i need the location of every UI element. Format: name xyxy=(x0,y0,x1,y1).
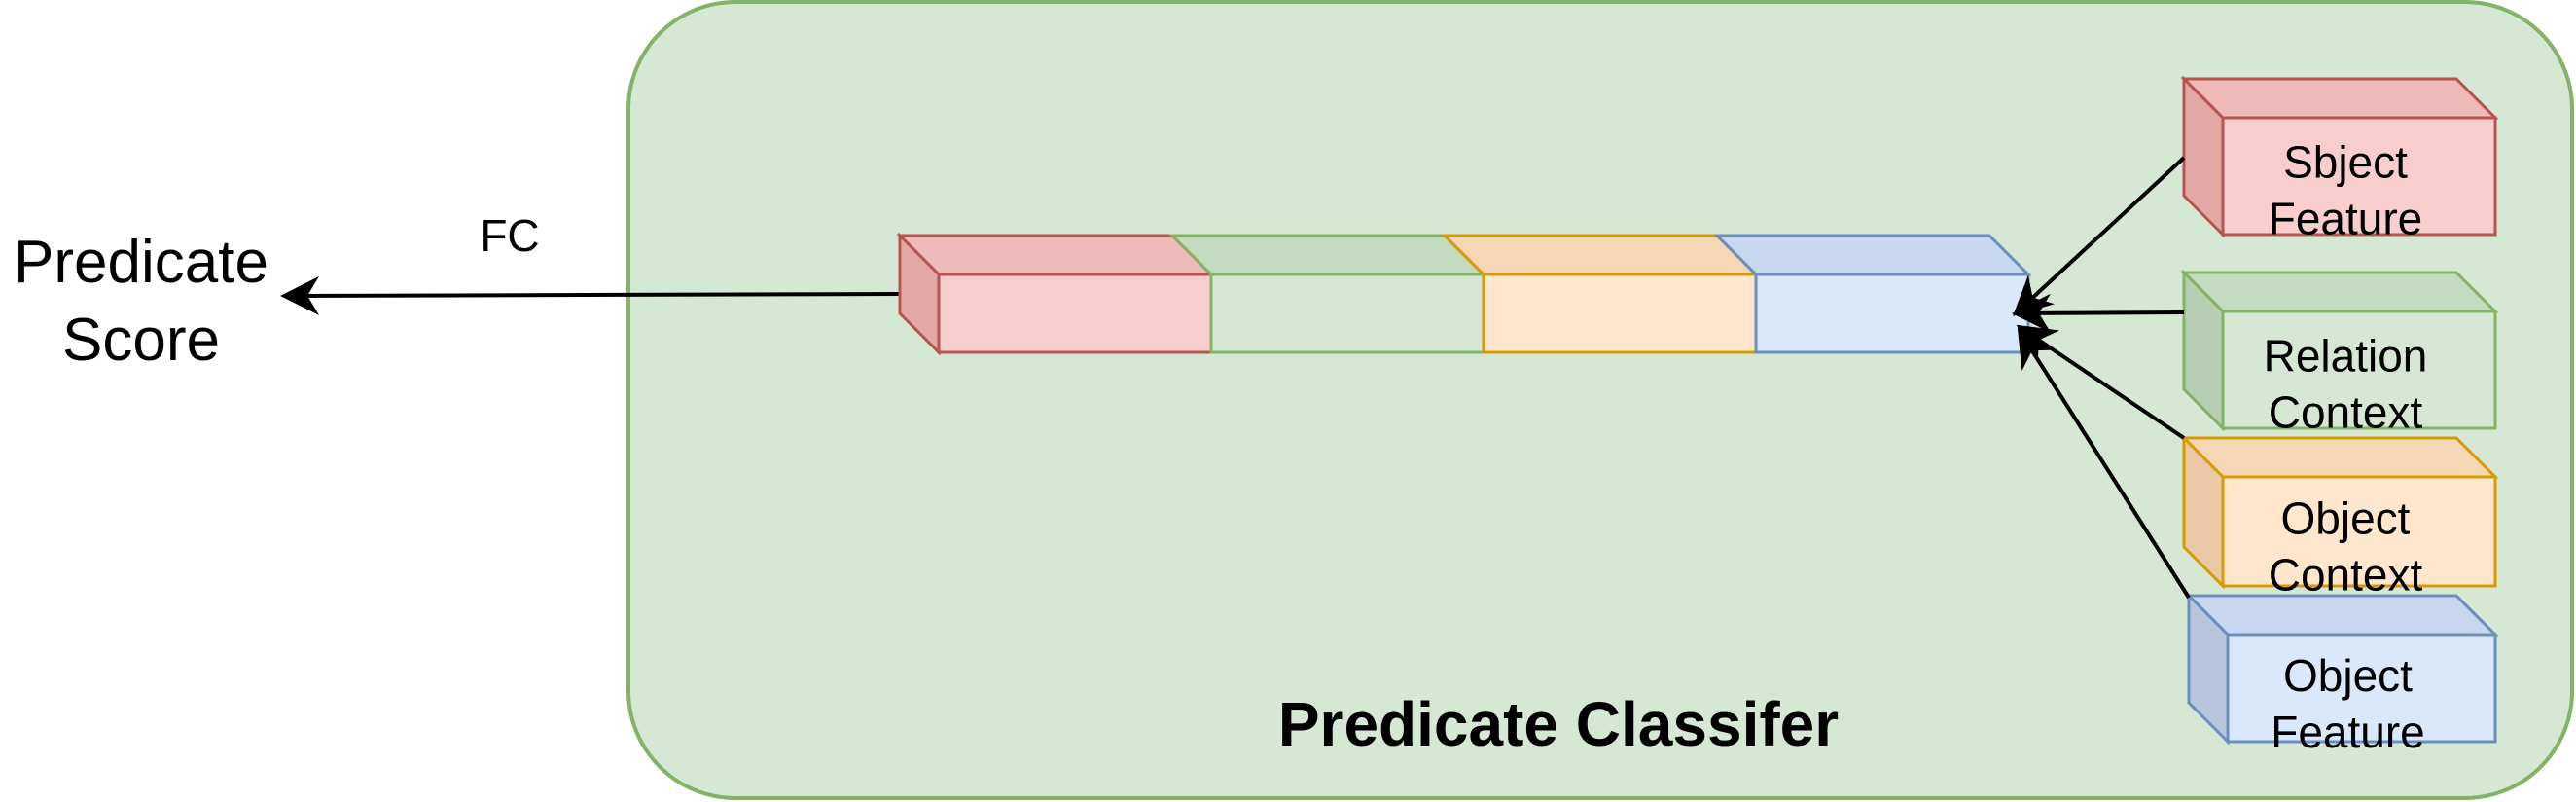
object-feature-block-label-line2: Feature xyxy=(2271,707,2425,757)
relation-context-block-label-line1: Relation xyxy=(2264,331,2428,382)
container-title: Predicate Classifer xyxy=(1278,689,1839,759)
relation-context-block-front-face xyxy=(2221,310,2497,430)
subject-feature-block-top-face xyxy=(2180,77,2499,120)
object-context-block-label-line2: Context xyxy=(2269,550,2423,601)
concat-segment-object-context-top-face xyxy=(1441,234,1760,276)
concat-segment-relation xyxy=(1168,234,1487,354)
concat-segment-object-feature-top-face xyxy=(1713,234,2032,276)
subject-feature-block-label-line1: Sbject xyxy=(2283,137,2408,188)
concat-segment-subject xyxy=(896,232,1215,356)
subject-feature-arrow xyxy=(2013,156,2186,316)
concatenated-feature-vector xyxy=(896,232,2032,356)
relation-context-block-label-line2: Context xyxy=(2269,387,2423,438)
relation-context-arrow xyxy=(2012,293,2185,333)
object-feature-block-front-face xyxy=(2226,633,2497,744)
predicate-score-label-line1: Predicate xyxy=(14,229,268,296)
object-feature-block-top-face xyxy=(2185,594,2499,637)
subject-feature-block-front-face xyxy=(2221,116,2497,237)
concat-segment-object-feature-front-face xyxy=(1754,273,2030,354)
fc-arrow xyxy=(280,275,901,315)
concat-segment-subject-top-face xyxy=(896,234,1215,276)
predicate-score-label-line2: Score xyxy=(62,307,220,374)
relation-context-block-top-face xyxy=(2180,271,2499,313)
object-context-block-label-line1: Object xyxy=(2281,493,2411,544)
subject-feature-block-label-line2: Feature xyxy=(2269,194,2423,244)
predicate-classifier-container xyxy=(626,0,2574,800)
concat-segment-object-context-front-face xyxy=(1482,273,1758,354)
fc-edge-label: FC xyxy=(480,210,539,261)
object-context-block-top-face xyxy=(2180,436,2499,479)
feature-arrows xyxy=(2012,156,2191,600)
concat-segment-object-context xyxy=(1441,234,1760,354)
concat-segment-relation-top-face xyxy=(1168,234,1487,276)
concat-segment-subject-front-face xyxy=(937,273,1213,354)
object-feature-block-label-line1: Object xyxy=(2283,650,2413,701)
feature-blocks: SbjectFeatureRelationContextObjectContex… xyxy=(2180,75,2499,757)
object-feature-arrow xyxy=(2017,327,2191,600)
concat-segment-relation-front-face xyxy=(1209,273,1485,354)
concat-segment-object-feature xyxy=(1713,234,2032,354)
object-context-block-front-face xyxy=(2221,475,2497,588)
